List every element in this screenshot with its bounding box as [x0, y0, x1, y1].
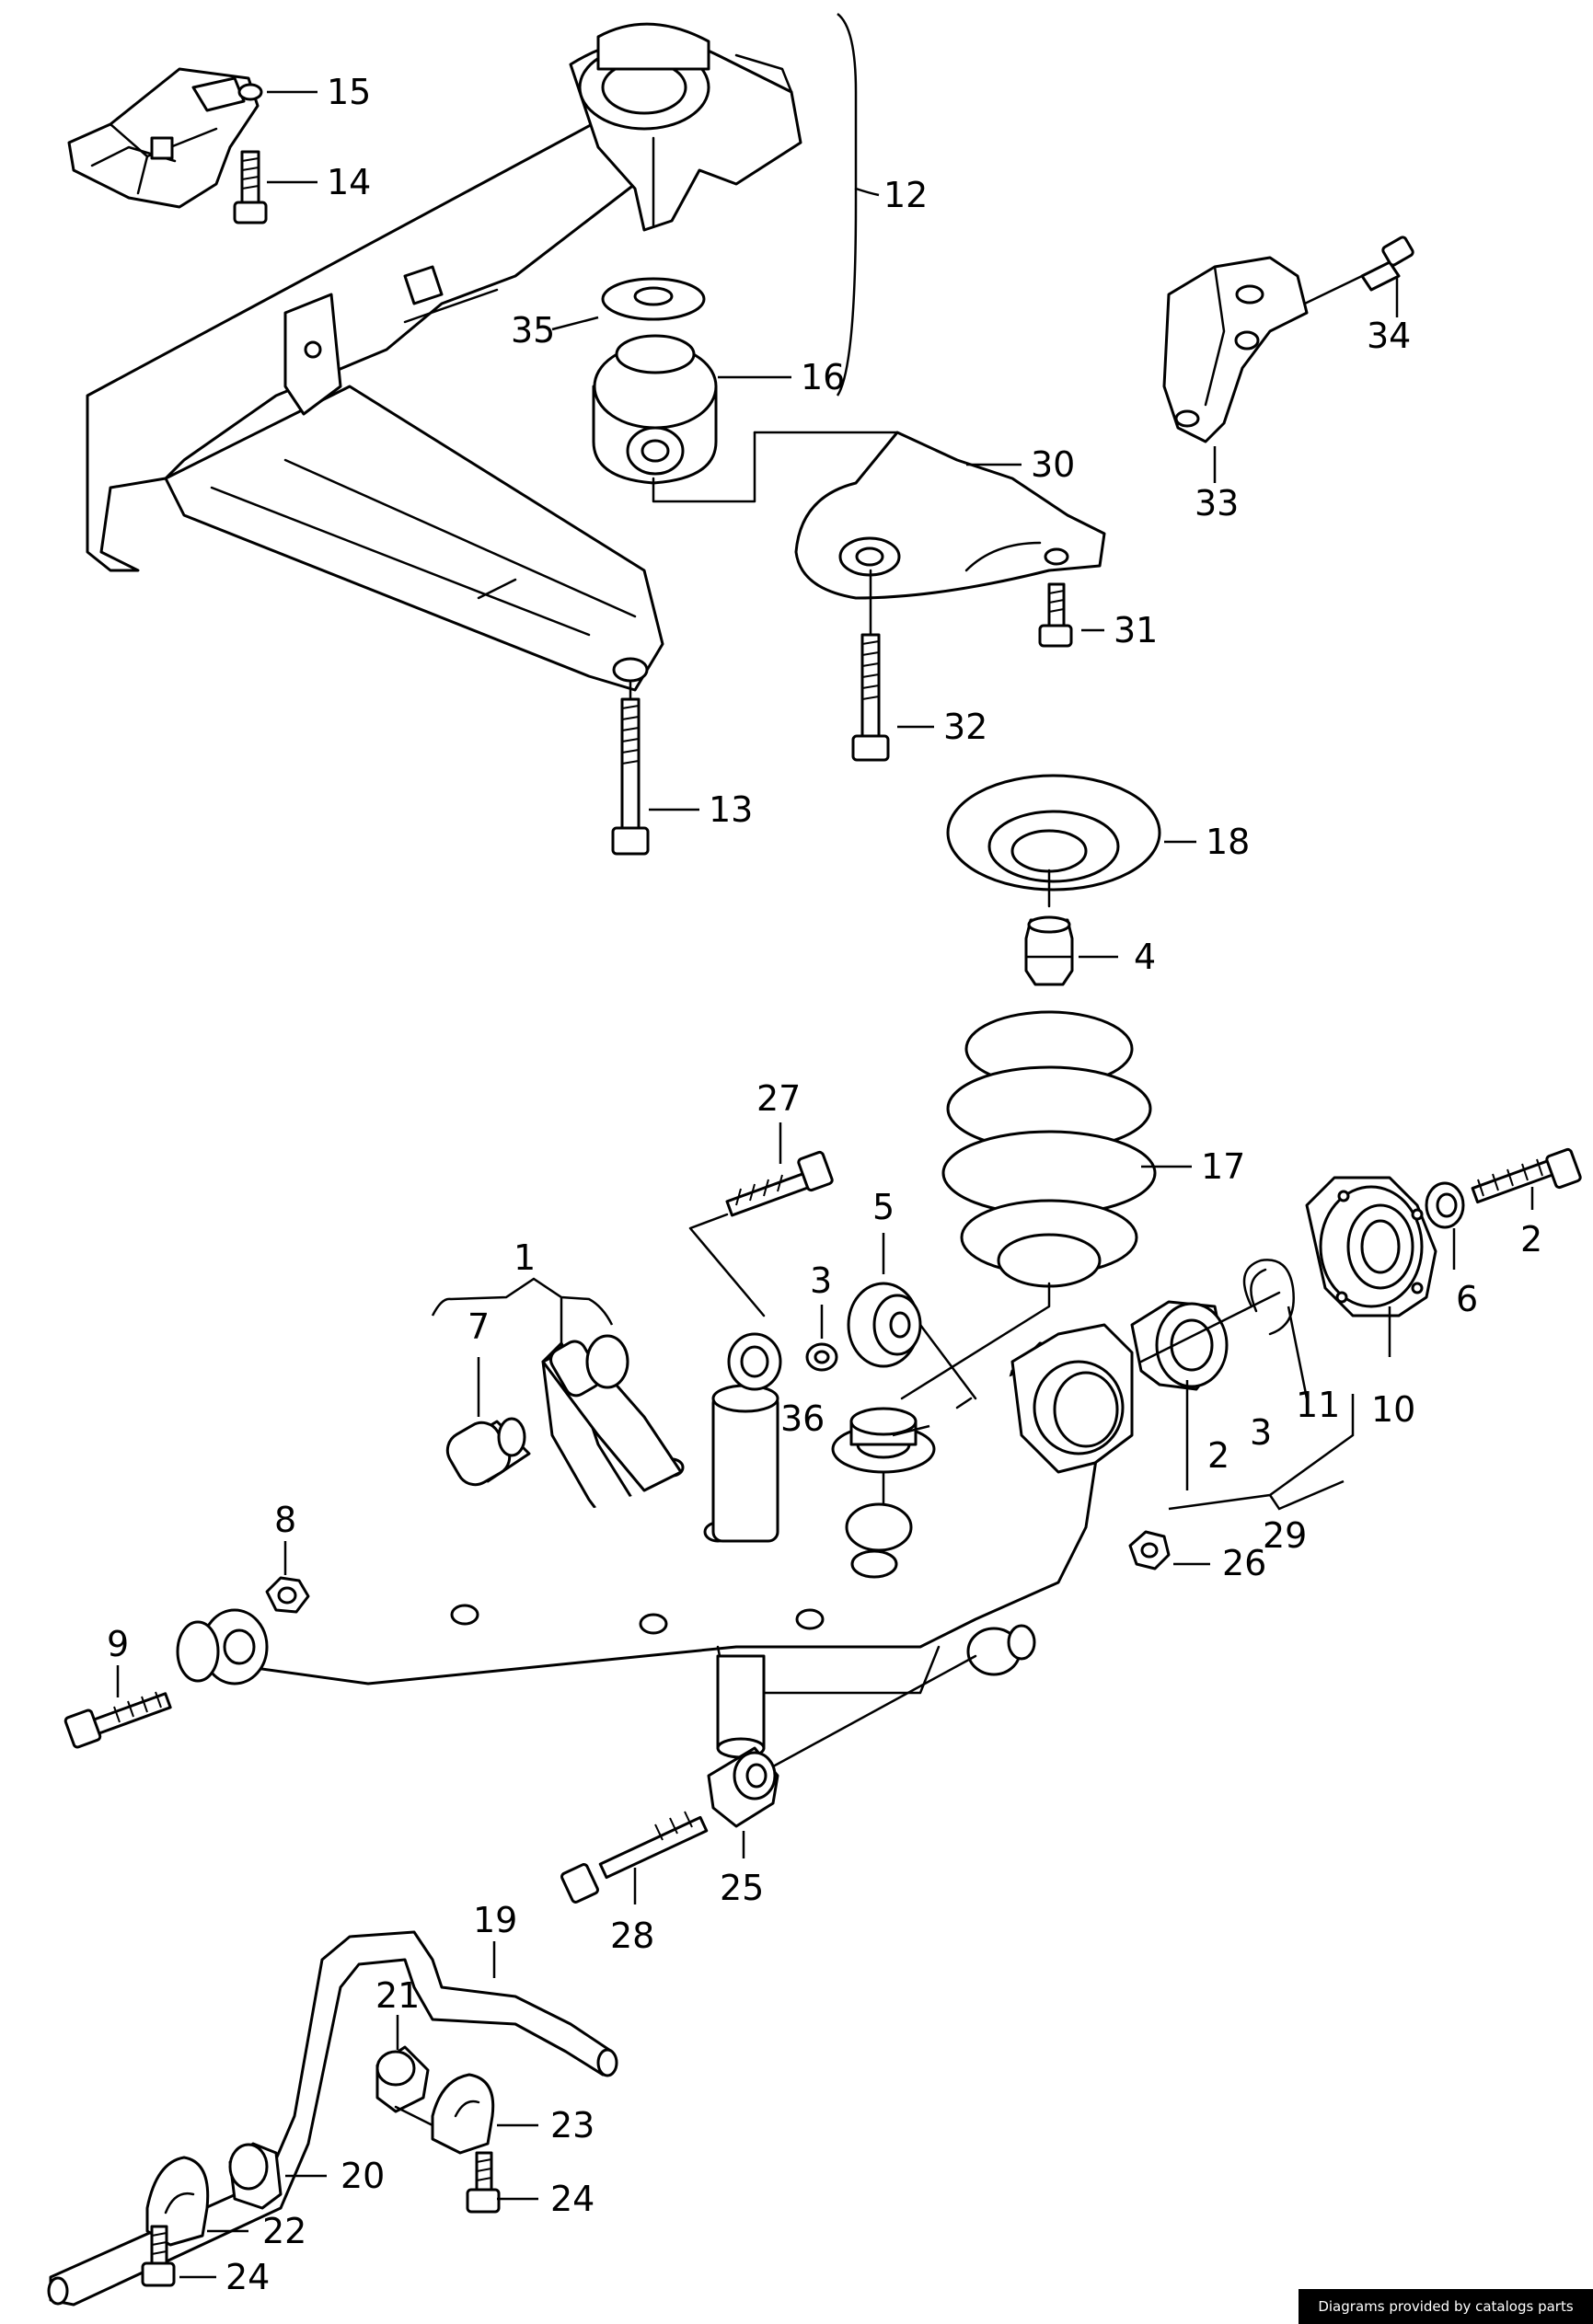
callout-31: 31	[1114, 610, 1158, 650]
footer-credit: Diagrams provided by catalogs parts	[1299, 2289, 1593, 2324]
part-15-bracket	[67, 67, 263, 209]
callout-33: 33	[1195, 483, 1239, 523]
part-29-bearing	[1130, 1300, 1229, 1391]
callout-4: 4	[1134, 937, 1156, 977]
part-32-bolt	[851, 569, 890, 762]
callout-32: 32	[943, 707, 987, 747]
callout-14: 14	[327, 162, 371, 202]
part-19-stabilizer-bar	[47, 1930, 618, 2307]
part-30-plate	[753, 431, 1106, 600]
callout-36: 36	[780, 1398, 825, 1439]
callout-5: 5	[872, 1187, 895, 1227]
part-4-bump-stop	[1024, 915, 1074, 986]
part-10-hub	[1305, 1176, 1437, 1317]
part-25-shock-eye	[707, 1654, 977, 1828]
part-17-coil-spring	[900, 1010, 1157, 1400]
callout-22: 22	[262, 2211, 306, 2251]
callout-24-upper: 24	[550, 2179, 594, 2219]
subframe	[86, 99, 664, 692]
callout-11: 11	[1296, 1385, 1340, 1425]
part-8-nut	[265, 1576, 310, 1614]
callout-30: 30	[1031, 444, 1075, 485]
part-21-bushing	[375, 2045, 430, 2113]
part-33-bracket	[1162, 256, 1309, 443]
part-23-clamp	[394, 2073, 495, 2155]
callout-27: 27	[756, 1078, 801, 1119]
callout-9: 9	[107, 1624, 129, 1664]
callout-29: 29	[1263, 1515, 1307, 1556]
part-3-nut	[805, 1342, 838, 1372]
part-12-mount-cup	[569, 22, 802, 232]
callout-28: 28	[610, 1916, 654, 1956]
part-2-bolt	[1471, 1147, 1582, 1204]
part-7-bushing	[445, 1417, 531, 1487]
part-14-bolt	[233, 150, 268, 224]
callout-7: 7	[468, 1306, 490, 1347]
part-22-clamp	[145, 2156, 210, 2247]
callout-2-lower: 2	[1207, 1435, 1229, 1476]
part-36-bump-stop	[831, 1397, 973, 1552]
part-27-bolt	[688, 1150, 834, 1317]
callout-6: 6	[1456, 1279, 1478, 1319]
part-6-nut	[1425, 1181, 1465, 1229]
part-9-bolt	[63, 1691, 172, 1749]
part-24-bolt-lower	[141, 2225, 176, 2287]
callout-13: 13	[709, 789, 753, 830]
callout-23: 23	[550, 2105, 594, 2146]
part-16-bushing	[592, 334, 756, 503]
part-35-washer	[601, 277, 706, 321]
part-1-trailing-arm	[176, 1323, 1134, 1759]
part-31-bolt	[1038, 582, 1073, 648]
callout-17: 17	[1201, 1146, 1245, 1187]
callout-25: 25	[720, 1868, 764, 1908]
callout-21: 21	[375, 1975, 420, 2016]
callout-35: 35	[511, 310, 555, 351]
callout-24-lower: 24	[225, 2257, 270, 2297]
callout-20: 20	[341, 2156, 385, 2196]
part-26-nut	[1128, 1530, 1171, 1570]
callout-3-lower: 3	[1250, 1412, 1272, 1453]
callout-15: 15	[327, 72, 371, 112]
callout-10: 10	[1371, 1389, 1415, 1430]
part-11-circlip	[1139, 1259, 1295, 1363]
callout-18: 18	[1206, 822, 1250, 862]
callout-8: 8	[274, 1500, 296, 1540]
callout-labels: 15 14 12 35 16 34 30 33 31 32 13 18 4 27…	[107, 72, 1542, 2297]
callout-16: 16	[801, 357, 845, 397]
leader-lines	[116, 13, 1534, 2279]
part-20-bushing	[228, 2142, 283, 2210]
callout-12: 12	[883, 175, 928, 215]
callout-26: 26	[1222, 1543, 1266, 1583]
part-24-bolt-upper	[466, 2151, 501, 2214]
part-28-bolt	[560, 1811, 709, 1904]
part-13-bolt	[611, 679, 650, 856]
callout-3-upper: 3	[810, 1260, 832, 1301]
callout-2-upper: 2	[1520, 1219, 1542, 1260]
part-5-bushing	[847, 1282, 977, 1400]
part-18-spring-seat	[946, 774, 1161, 908]
callout-19: 19	[473, 1900, 517, 1940]
callout-34: 34	[1367, 316, 1411, 356]
callout-1: 1	[514, 1237, 536, 1278]
